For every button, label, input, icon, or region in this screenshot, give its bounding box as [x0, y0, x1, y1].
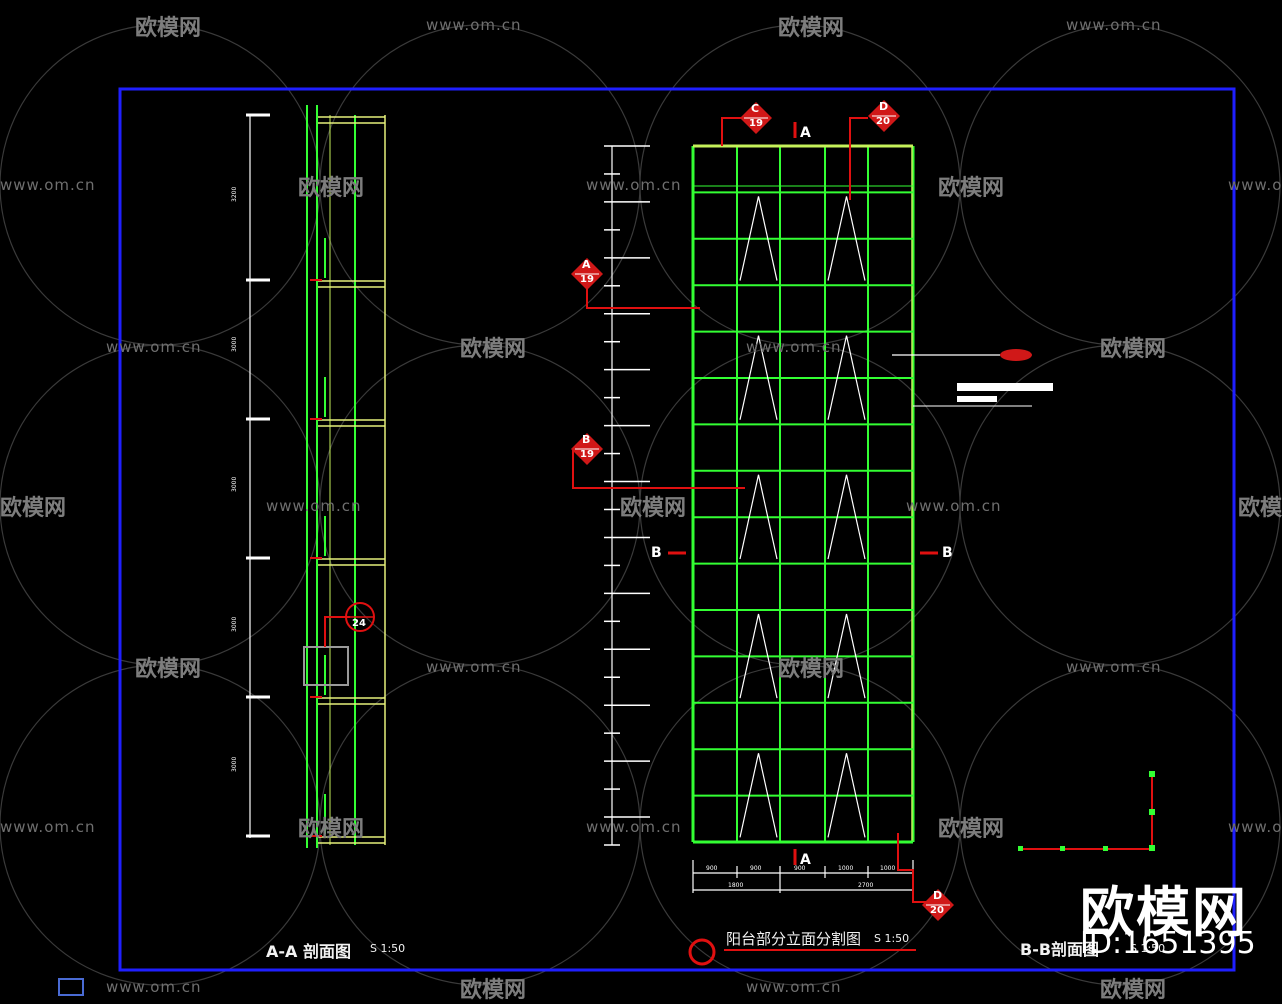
- swing-triangle: [739, 335, 778, 420]
- note-bar-1: [957, 383, 1053, 391]
- watermark-url: www.om.cn: [0, 818, 96, 836]
- swing-triangle: [827, 474, 866, 560]
- watermark-name: 欧模网: [135, 657, 202, 682]
- watermark-url: www.om.cn: [266, 497, 362, 515]
- callout-letter: D: [879, 100, 889, 113]
- callout-sheet: 19: [580, 449, 594, 460]
- watermark-url: www.om.cn: [0, 176, 96, 194]
- watermark-url: www.om.cn: [106, 338, 202, 356]
- section-aa: 3200 3000 3000 3000 3000: [231, 105, 386, 848]
- left-scale: S 1:50: [370, 942, 406, 955]
- bottom-dimension: [692, 860, 914, 893]
- swing-triangle: [827, 196, 866, 281]
- svg-text:3000: 3000: [231, 617, 238, 632]
- left-title: A-A 剖面图: [266, 942, 351, 961]
- drawing-frame: [118, 87, 1236, 972]
- brand-watermark: 欧模网: [1080, 881, 1248, 944]
- svg-text:3000: 3000: [231, 337, 238, 352]
- callout-sheet: 20: [876, 116, 890, 127]
- svg-text:1800: 1800: [728, 882, 743, 889]
- watermark-name: 欧模网: [1100, 337, 1167, 362]
- watermark-name: 欧模网: [778, 657, 845, 682]
- section-b-left-label: B: [651, 545, 662, 561]
- watermark-name: 欧模网: [620, 496, 687, 521]
- watermark-url: www.om.cn: [426, 16, 522, 34]
- watermark-url: www.om.cn: [586, 176, 682, 194]
- watermark-name: 欧模网: [938, 817, 1005, 842]
- callout-sheet: 24: [352, 618, 366, 629]
- watermark-url: www.om.cn: [426, 658, 522, 676]
- svg-text:2700: 2700: [858, 882, 873, 889]
- svg-text:1000: 1000: [880, 865, 895, 872]
- brand-id: ID:1651395: [1080, 926, 1256, 961]
- svg-text:1000: 1000: [838, 865, 853, 872]
- watermark-url: www.om.cn: [586, 818, 682, 836]
- watermark-url: www.om.cn: [1066, 658, 1162, 676]
- callout-letter: D: [933, 889, 943, 902]
- swing-triangle: [827, 753, 866, 838]
- watermark-name: 欧模网: [938, 176, 1005, 201]
- watermark-name: 欧模网: [460, 337, 527, 362]
- swing-triangle: [827, 613, 866, 699]
- watermark-url: www.om.cn: [746, 338, 842, 356]
- section-a-top-label: A: [800, 125, 811, 141]
- svg-text:900: 900: [706, 865, 718, 872]
- watermark-url: www.om.cn: [906, 497, 1002, 515]
- watermark-name: 欧模网: [460, 978, 527, 1003]
- watermark-circles: [0, 24, 1281, 986]
- svg-text:3200: 3200: [231, 187, 238, 202]
- watermark-url: www.om.cn: [1228, 176, 1282, 194]
- watermark-name: 欧模网: [778, 16, 845, 41]
- watermark-url: www.om.cn: [1228, 818, 1282, 836]
- watermark-url: www.om.cn: [106, 978, 202, 996]
- swing-triangle: [739, 196, 778, 281]
- watermark-name: 欧模网: [1238, 496, 1282, 521]
- callout-sheet: 20: [930, 905, 944, 916]
- elevation-grid: [691, 144, 915, 844]
- svg-text:900: 900: [750, 865, 762, 872]
- watermark-name: 欧模网: [0, 496, 67, 521]
- svg-text:3000: 3000: [231, 757, 238, 772]
- watermark-name: 欧模网: [298, 817, 365, 842]
- section-a-bottom-label: A: [800, 852, 811, 868]
- callout-oval-icon: [1000, 349, 1032, 361]
- watermark-name: 欧模网: [298, 176, 365, 201]
- section-b-right-label: B: [942, 545, 953, 561]
- callout-sheet: 19: [580, 274, 594, 285]
- callout-letter: A: [582, 258, 591, 271]
- right-title: B-B剖面图: [1020, 940, 1100, 959]
- center-scale: S 1:50: [874, 932, 910, 945]
- swing-triangle: [739, 474, 778, 560]
- watermark-name: 欧模网: [135, 16, 202, 41]
- elevation-dimension-ruler: [604, 145, 650, 846]
- callout-letter: B: [582, 433, 591, 446]
- swing-triangle: [827, 335, 866, 420]
- watermark-url: www.om.cn: [1066, 16, 1162, 34]
- watermark-name: 欧模网: [1100, 978, 1167, 1003]
- svg-text:900: 900: [794, 865, 806, 872]
- callout-letter: C: [751, 102, 760, 115]
- watermark-url: www.om.cn: [746, 978, 842, 996]
- note-bar-2: [957, 396, 997, 402]
- swing-triangle: [739, 613, 778, 699]
- corner-detail: [1018, 771, 1155, 851]
- center-title: 阳台部分立面分割图: [726, 930, 862, 948]
- svg-text:3000: 3000: [231, 477, 238, 492]
- swing-triangle: [739, 753, 778, 838]
- title-bubble-icon: [688, 938, 716, 966]
- layer-icon[interactable]: [58, 978, 84, 996]
- callout-sheet: 19: [749, 118, 763, 129]
- right-scale: S 1:50: [1130, 942, 1166, 955]
